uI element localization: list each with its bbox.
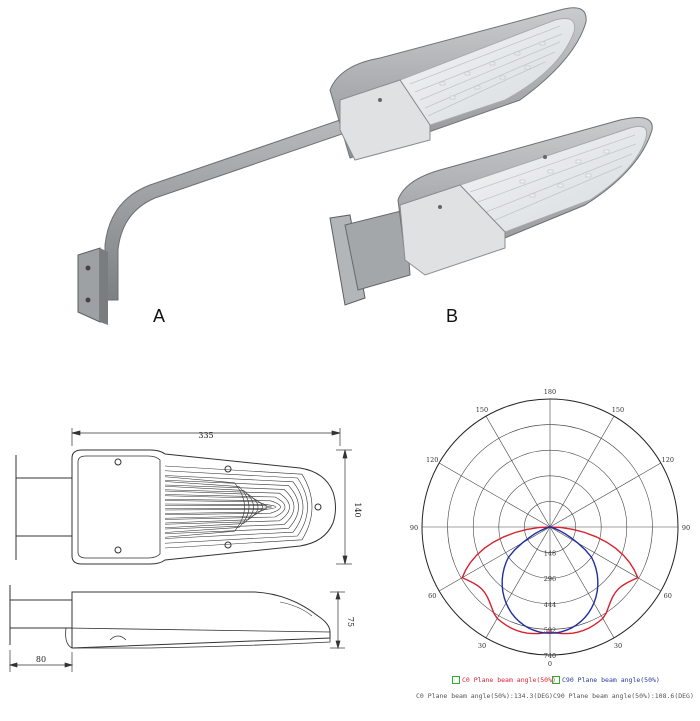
polar-spoke: [485, 415, 551, 528]
polar-angle-label: 30: [478, 642, 486, 650]
product-photos: A B: [0, 0, 700, 340]
dim-height: [330, 590, 345, 650]
lens-contour-line: [164, 495, 263, 519]
lens-contour-line: [164, 494, 286, 520]
lens-contour-line: [164, 504, 272, 510]
polar-radial-label: 444: [544, 601, 556, 609]
polar-angle-label: 150: [476, 406, 488, 414]
checkbox-icon: [552, 676, 560, 684]
luminaire-a: [77, 7, 587, 325]
polar-angle-label: 120: [426, 456, 438, 464]
lens-contour-line: [164, 503, 277, 511]
beam-angle-c90: C90 Plane beam angle(50%):108.6(DEG): [553, 692, 694, 700]
polar-angle-label: 180: [544, 388, 556, 396]
lens-contour-line: [164, 485, 254, 529]
lens-contour-line: [164, 479, 299, 535]
polar-angle-label: 60: [428, 592, 436, 600]
legend-c0: C0 Plane beam angle(50%): [452, 676, 556, 684]
c90-distribution-curve: [501, 526, 599, 634]
polar-angle-label: 60: [664, 592, 672, 600]
beam-angle-c0: C0 Plane beam angle(50%):134.3(DEG): [416, 692, 553, 700]
c0-distribution-curve: [461, 526, 639, 635]
lens-contour-lines: [164, 465, 313, 549]
lens-contour-line: [164, 500, 268, 514]
dimension-drawing: 335 140 75 80: [0, 380, 380, 717]
dimension-drawing-svg: 335 140 75 80: [8, 428, 362, 672]
polar-spoke: [549, 526, 662, 592]
polar-angle-label: 30: [614, 642, 622, 650]
polar-spoke: [438, 462, 551, 528]
polar-svg: 180 150 120 90 60 30 0 30 60 90 120 150 148 296 444 592…: [410, 388, 690, 668]
polar-spoke: [485, 526, 551, 639]
lens-contour-line: [164, 489, 290, 525]
polar-radial-label: 592: [544, 626, 556, 634]
top-view: [15, 449, 336, 565]
dim-length: [71, 428, 341, 446]
polar-angle-label: 90: [410, 524, 418, 532]
side-view: [9, 585, 331, 649]
lens-contour-line: [164, 498, 281, 516]
label-b: B: [446, 306, 459, 326]
product-photo-illustration: [77, 7, 653, 325]
lens-contour-line: [164, 481, 250, 533]
dim-width-label: 140: [353, 502, 362, 517]
legend-c90-text: C90 Plane beam angle(50%): [562, 676, 660, 684]
polar-radial-label: 740: [544, 652, 556, 660]
polar-radial-label: 148: [544, 550, 556, 558]
polar-angle-label: 150: [612, 406, 624, 414]
lens-contour-line: [164, 475, 304, 539]
legend-c90: C90 Plane beam angle(50%): [552, 676, 660, 684]
lens-contour-line: [164, 465, 313, 549]
dim-width: [336, 449, 352, 565]
dim-pole: [8, 650, 74, 672]
polar-light-distribution: 180 150 120 90 60 30 0 30 60 90 120 150 148 296 444 592…: [400, 385, 700, 717]
polar-labels: 180 150 120 90 60 30 0 30 60 90 120 150 148 296 444 592…: [410, 388, 690, 668]
polar-spoke: [549, 526, 615, 639]
dim-pole-label: 80: [36, 655, 46, 664]
polar-spoke: [549, 415, 615, 528]
polar-angle-label: 120: [662, 456, 674, 464]
lens-contour-line: [164, 490, 259, 524]
checkbox-icon: [452, 676, 460, 684]
lens-contour-line: [164, 484, 295, 530]
polar-angle-label: 0: [548, 660, 552, 668]
lens-contour-line: [164, 476, 245, 538]
polar-spoke: [549, 462, 662, 528]
dim-height-label: 75: [346, 617, 355, 627]
polar-radial-label: 296: [544, 575, 556, 583]
polar-angle-label: 90: [682, 524, 690, 532]
dim-length-label: 335: [198, 431, 213, 440]
lens-contour-line: [164, 470, 308, 544]
polar-grid: [421, 398, 679, 656]
label-a: A: [153, 306, 166, 326]
polar-spoke: [438, 526, 551, 592]
legend-c0-text: C0 Plane beam angle(50%): [462, 676, 556, 684]
luminaire-b: [329, 117, 653, 306]
